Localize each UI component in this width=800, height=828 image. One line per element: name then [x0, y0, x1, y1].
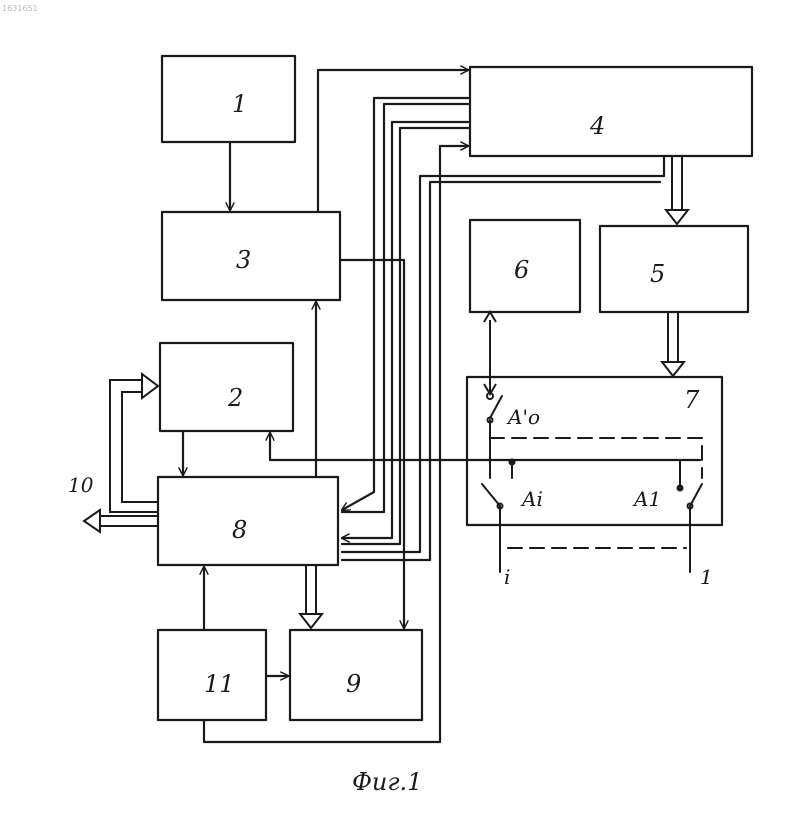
block-5 — [600, 226, 748, 312]
bus-10-head — [84, 510, 100, 532]
label-block-7: 7 — [684, 386, 700, 414]
switch-a0-contact-top — [487, 393, 493, 399]
label-switch-a0: A'o — [506, 405, 540, 429]
line-4-feedback — [342, 156, 664, 552]
label-line-i: i — [504, 565, 510, 589]
label-block-5: 5 — [650, 260, 665, 288]
switch-ai-dot — [509, 459, 516, 466]
block-2 — [160, 343, 293, 431]
label-block-6: 6 — [514, 256, 529, 284]
bus-8-9-head — [300, 614, 322, 628]
bus-5-7-head — [662, 362, 684, 376]
label-switch-ai: Ai — [520, 487, 543, 511]
label-block-4: 4 — [589, 112, 605, 140]
label-block-2: 2 — [227, 384, 243, 412]
switch-a1-dot — [677, 485, 684, 492]
figure-caption: Фиг.1 — [352, 768, 422, 796]
control-dashed-top — [490, 438, 702, 478]
label-block-3: 3 — [236, 246, 251, 274]
label-block-9: 9 — [346, 670, 361, 698]
block-8 — [158, 477, 338, 565]
block-1 — [162, 56, 295, 142]
bus-8-2-outer — [110, 380, 158, 512]
switch-a1-blade — [690, 484, 702, 506]
switch-ai-blade — [482, 484, 500, 506]
label-block-8: 8 — [232, 516, 247, 544]
arrow-3-to-9 — [340, 260, 404, 628]
bus-8-2-head — [142, 374, 158, 398]
label-bus-10: 10 — [68, 473, 94, 497]
bus-8-2-inner — [122, 392, 158, 502]
scan-stamp: 1631651 — [2, 4, 38, 13]
label-block-1: 1 — [232, 90, 247, 118]
label-line-1: 1 — [700, 565, 713, 589]
label-switch-a1: A1 — [632, 487, 661, 511]
bus-4-5-head — [666, 210, 688, 224]
loop-11-to-4 — [204, 146, 468, 742]
label-block-11: 11 — [204, 670, 235, 698]
block-4 — [470, 67, 752, 156]
